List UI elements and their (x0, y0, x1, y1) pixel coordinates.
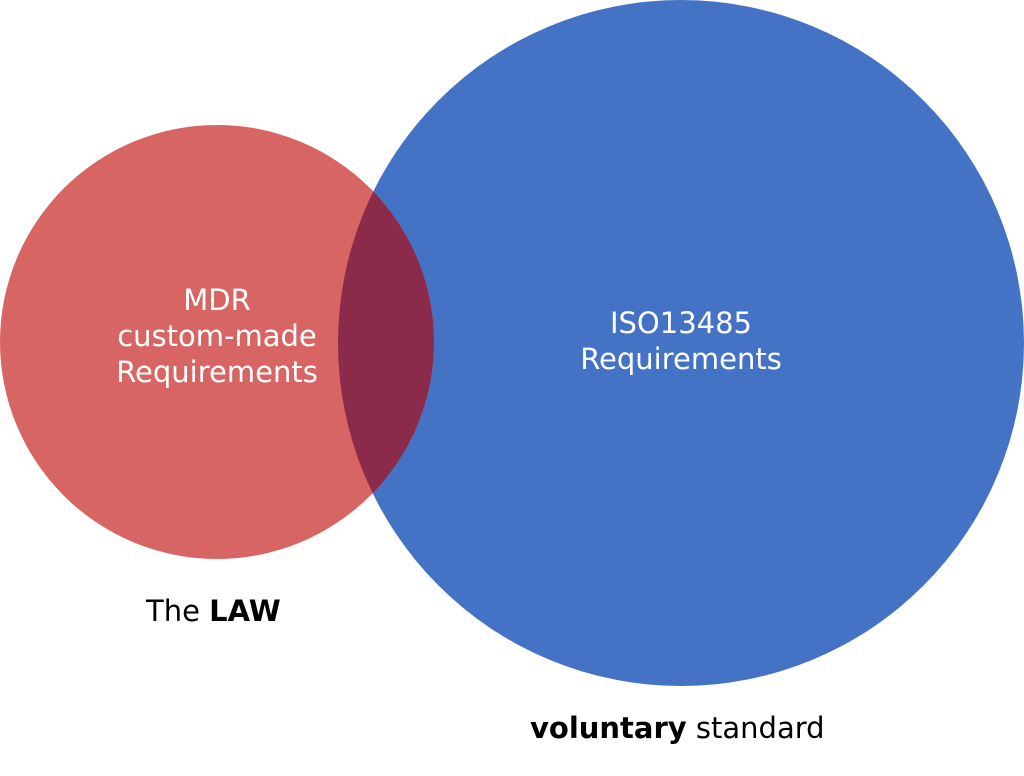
iso-label-line: ISO13485 (609, 306, 753, 340)
iso-label: ISO13485 Requirements (540, 305, 822, 377)
mdr-circle (0, 125, 434, 559)
law-caption-bold: LAW (209, 594, 281, 628)
standard-caption: voluntary standard (530, 711, 825, 745)
mdr-label-line: Requirements (116, 355, 318, 389)
standard-caption-suffix: standard (686, 711, 825, 745)
mdr-label-line: MDR (183, 283, 251, 317)
standard-caption-bold: voluntary (530, 711, 687, 745)
law-caption-prefix: The (146, 594, 210, 628)
iso-label-line: Requirements (580, 342, 782, 376)
iso13485-circle (338, 0, 1024, 686)
mdr-label: MDR custom-made Requirements (87, 282, 347, 390)
mdr-label-line: custom-made (117, 319, 317, 353)
law-caption: The LAW (146, 594, 281, 628)
